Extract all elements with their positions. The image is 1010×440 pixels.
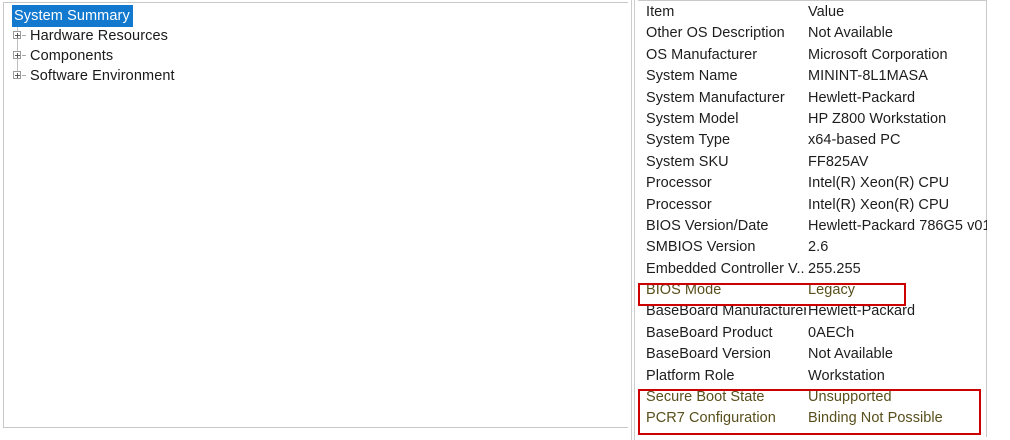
plus-icon[interactable] (12, 30, 26, 46)
tree-item-hardware-resources[interactable]: Hardware Resources (4, 25, 628, 46)
details-row[interactable]: System SKU FF825AV (638, 152, 987, 173)
details-row[interactable]: System Model HP Z800 Workstation (638, 109, 987, 130)
details-row-item: Secure Boot State (646, 389, 765, 406)
column-header-item[interactable]: Item (646, 4, 675, 20)
details-row[interactable]: BIOS Version/Date Hewlett-Packard 786G5 v… (638, 216, 987, 237)
details-row-value-main: Intel(R) Xeon(R) CPU (808, 196, 950, 213)
plus-icon[interactable] (12, 63, 26, 81)
details-row-value: Unsupported (808, 389, 892, 406)
details-row-item: System Name (646, 68, 738, 85)
details-row-value: Hewlett-Packard 786G5 v01.17, 8/ (808, 217, 987, 234)
details-row[interactable]: BIOS Mode Legacy (638, 280, 987, 301)
details-row[interactable]: Secure Boot State Unsupported (638, 387, 987, 408)
details-row-value: Hewlett-Packard (808, 89, 916, 106)
details-row-value: 0AECh (808, 324, 855, 341)
details-top-border (638, 0, 987, 1)
tree-item-system-summary[interactable]: System Summary (4, 5, 628, 27)
details-row-item: BaseBoard Version (646, 346, 771, 363)
details-row-item: BaseBoard Product (646, 324, 773, 341)
tree-item-label: System Summary (12, 5, 133, 27)
details-row[interactable]: BaseBoard Product 0AECh (638, 323, 987, 344)
details-row-value: 2.6 (808, 239, 829, 256)
details-row-item: Embedded Controller V... (646, 260, 806, 277)
pane-splitter[interactable] (628, 0, 638, 440)
details-row-item: Platform Role (646, 367, 735, 384)
details-row-value: 255.255 (808, 260, 861, 277)
details-right-border (986, 0, 987, 437)
details-row-value: Binding Not Possible (808, 410, 943, 427)
splitter-line-right (634, 0, 635, 440)
details-row-item: System Model (646, 110, 739, 127)
details-row-item: System Manufacturer (646, 89, 785, 106)
details-row-item: OS Manufacturer (646, 46, 758, 63)
details-row[interactable]: Embedded Controller V...255.255 (638, 259, 987, 280)
column-header-value[interactable]: Value (808, 4, 845, 20)
details-row-value: HP Z800 Workstation (808, 110, 947, 127)
tree-item-label: Components (30, 48, 114, 64)
details-row[interactable]: OS Manufacturer Microsoft Corporation (638, 45, 987, 66)
details-row[interactable]: Platform Role Workstation (638, 366, 987, 387)
details-row[interactable]: Processor Intel(R) Xeon(R) CPUE5506 (638, 173, 987, 194)
details-row-value-main: Intel(R) Xeon(R) CPU (808, 175, 950, 192)
details-row-item: System SKU (646, 153, 729, 170)
details-row-value: Microsoft Corporation (808, 46, 948, 63)
details-row-value: MININT-8L1MASA (808, 68, 928, 85)
tree-item-software-environment[interactable]: Software Environment (4, 63, 628, 85)
details-row-value: Intel(R) Xeon(R) CPUE5506 (808, 173, 987, 194)
details-row-value: Legacy (808, 282, 856, 299)
details-row-value: Hewlett-Packard (808, 303, 916, 320)
system-tree: System Summary Hardware Resources (4, 3, 628, 85)
details-row-value: Intel(R) Xeon(R) CPUE5506 (808, 195, 987, 216)
details-row-value: Not Available (808, 346, 894, 363)
details-row-item: System Type (646, 132, 731, 149)
details-row[interactable]: BaseBoard Version Not Available (638, 344, 987, 365)
details-row-value: FF825AV (808, 153, 869, 170)
details-row-item: Other OS Description (646, 25, 785, 42)
details-row-value: x64-based PC (808, 132, 901, 149)
details-row[interactable]: System Manufacturer Hewlett-Packard (638, 88, 987, 109)
details-row-item: PCR7 Configuration (646, 410, 776, 427)
navigation-tree-pane[interactable]: System Summary Hardware Resources (3, 2, 628, 428)
splitter-line-left (631, 0, 632, 440)
details-row-item: BaseBoard Manufacturer (646, 303, 806, 320)
details-row-item: BIOS Version/Date (646, 217, 769, 234)
details-row-item: SMBIOS Version (646, 239, 756, 256)
details-row[interactable]: System Name MININT-8L1MASA (638, 66, 987, 87)
tree-item-label: Hardware Resources (30, 28, 168, 44)
plus-icon[interactable] (12, 43, 26, 66)
details-row-item: BIOS Mode (646, 282, 722, 299)
details-row[interactable]: PCR7 Configuration Binding Not Possible (638, 408, 987, 429)
details-row-item: Processor (646, 196, 712, 213)
details-row-value: Workstation (808, 367, 885, 384)
details-row[interactable]: SMBIOS Version 2.6 (638, 237, 987, 258)
details-row-item: Processor (646, 175, 712, 192)
details-row[interactable]: Processor Intel(R) Xeon(R) CPUE5506 (638, 195, 987, 216)
details-row[interactable]: System Type x64-based PC (638, 130, 987, 151)
details-row[interactable]: Other OS Description Not Available (638, 23, 987, 44)
details-row-value: Not Available (808, 25, 894, 42)
tree-item-components[interactable]: Components (4, 43, 628, 66)
tree-item-label: Software Environment (30, 68, 175, 84)
pane-bottom-border (3, 427, 628, 428)
details-header-row[interactable]: Item Value (638, 2, 987, 23)
